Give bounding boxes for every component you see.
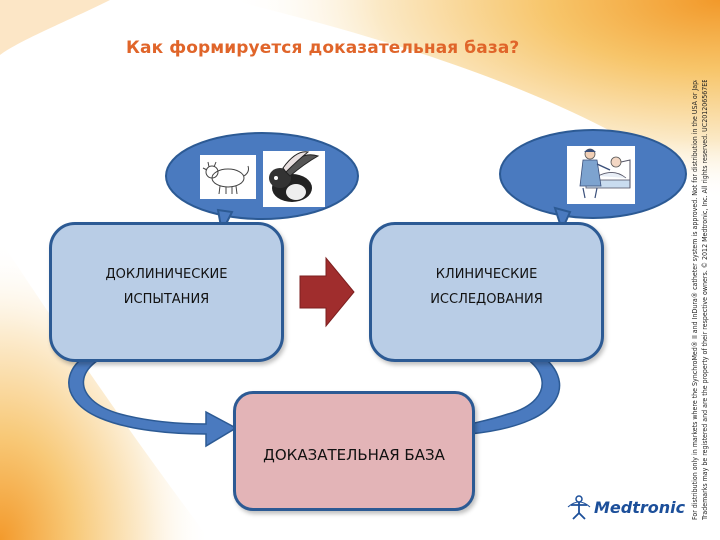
medtronic-logo: Medtronic (566, 493, 686, 521)
brand-name: Medtronic (594, 498, 686, 517)
left-curved-arrow-icon (68, 339, 238, 448)
rabbit-icon (269, 151, 320, 202)
preclinical-speech-bubble (165, 132, 359, 236)
evidence-base-label: ДОКАЗАТЕЛЬНАЯ БАЗА (263, 446, 445, 464)
legal-line-1: For distribution only in markets where t… (691, 80, 699, 520)
animal-sketch-icon (202, 161, 249, 195)
slide-title: Как формируется доказательная база? (126, 38, 520, 58)
patient-care-icon (579, 148, 631, 199)
evidence-base-box: ДОКАЗАТЕЛЬНАЯ БАЗА (233, 391, 475, 511)
red-arrow-icon (299, 256, 355, 328)
legal-line-2: Trademarks may be registered and are the… (701, 80, 709, 520)
legal-disclaimer: For distribution only in markets where t… (690, 80, 710, 520)
medtronic-logo-icon (567, 495, 591, 520)
